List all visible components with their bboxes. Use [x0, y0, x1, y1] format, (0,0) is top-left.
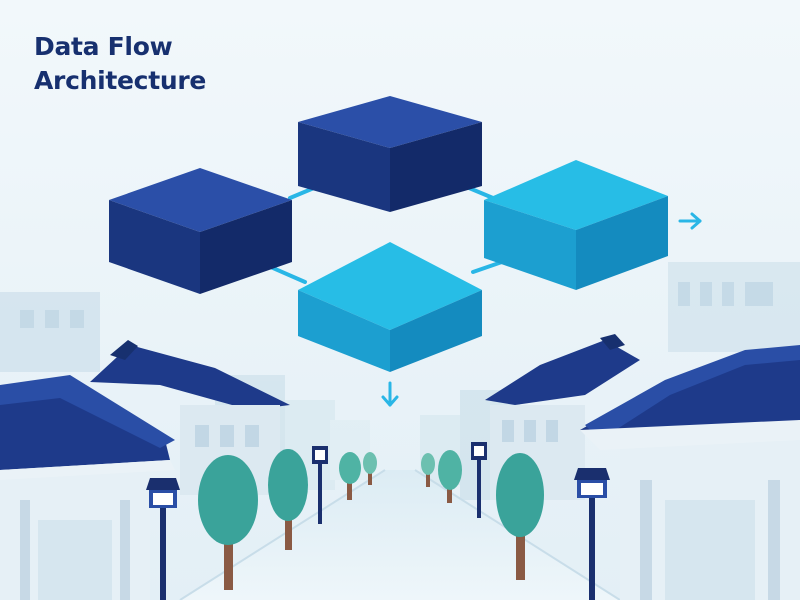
diagram-title: Data Flow Architecture: [34, 30, 206, 98]
trees: [198, 449, 544, 590]
right-tiled-roof-building: [580, 345, 800, 600]
title-line-2: Architecture: [34, 66, 207, 95]
left-tiled-roof-building: [0, 375, 175, 600]
arrow-output-right: [678, 212, 702, 230]
block-left: [109, 168, 292, 294]
block-center: [298, 242, 482, 372]
street-lamps: [146, 442, 610, 600]
block-top: [298, 96, 482, 212]
block-right: [484, 160, 668, 290]
title-line-1: Data Flow: [34, 32, 173, 61]
arrow-output-down: [381, 381, 399, 407]
